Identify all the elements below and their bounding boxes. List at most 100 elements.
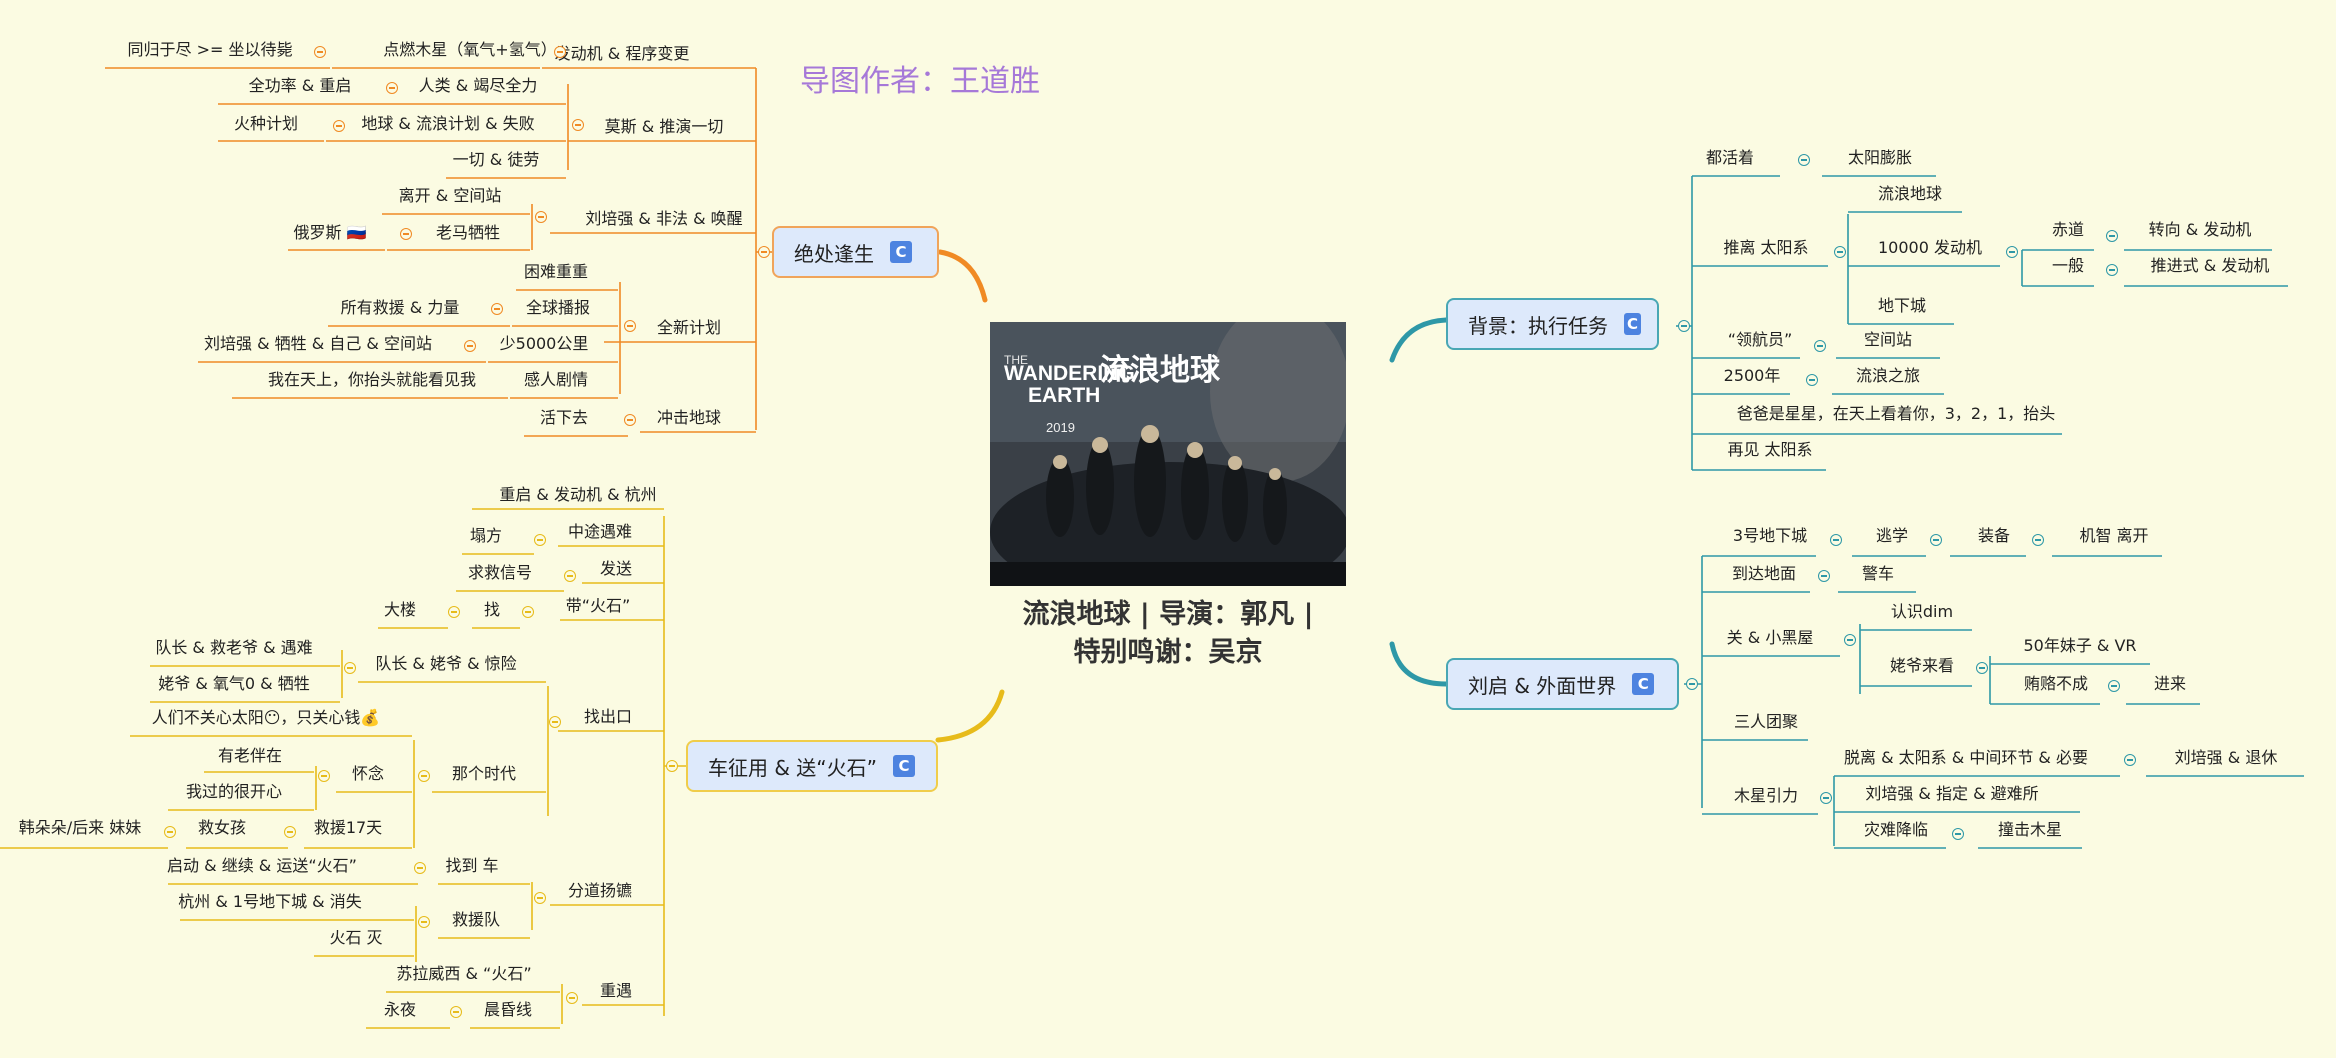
topic-node-s10[interactable]: 50年妹子 & VR <box>2023 636 2137 655</box>
topic-node-r4[interactable]: 流浪地球 <box>1877 184 1943 203</box>
collapse-c-icon[interactable]: C <box>890 241 912 263</box>
topic-node-s3[interactable]: 装备 <box>1977 526 2011 545</box>
collapse-minus-icon[interactable] <box>1814 340 1826 352</box>
collapse-c-icon[interactable]: C <box>893 755 916 777</box>
topic-node-y5[interactable]: 求救信号 <box>467 563 533 582</box>
topic-node-y16[interactable]: 有老伴在 <box>217 746 283 765</box>
collapse-minus-icon[interactable] <box>1806 374 1818 386</box>
collapse-minus-icon[interactable] <box>534 892 546 904</box>
topic-node-y27[interactable]: 重遇 <box>599 981 633 1000</box>
topic-node-y4[interactable]: 发送 <box>599 559 633 578</box>
collapse-minus-icon[interactable] <box>1678 320 1690 332</box>
collapse-minus-icon[interactable] <box>2106 230 2118 242</box>
topic-node-s18[interactable]: 灾难降临 <box>1863 820 1929 839</box>
topic-node-s19[interactable]: 撞击木星 <box>1997 820 2063 839</box>
topic-node-s13[interactable]: 三人团聚 <box>1733 712 1799 731</box>
topic-node-y7[interactable]: 找 <box>483 600 501 619</box>
topic-node-n21[interactable]: 我在天上，你抬头就能看见我 <box>267 370 477 389</box>
topic-node-r2[interactable]: 都活着 <box>1705 148 1755 167</box>
topic-node-r1[interactable]: 太阳膨胀 <box>1847 148 1913 167</box>
topic-node-n22[interactable]: 冲击地球 <box>656 408 722 427</box>
collapse-minus-icon[interactable] <box>2124 754 2136 766</box>
topic-node-y23[interactable]: 启动 & 继续 & 运送“火石” <box>167 856 357 875</box>
collapse-minus-icon[interactable] <box>624 414 636 426</box>
topic-node-n7[interactable]: 地球 & 流浪计划 & 失败 <box>361 114 535 133</box>
topic-node-s12[interactable]: 进来 <box>2153 674 2187 693</box>
topic-node-y28[interactable]: 苏拉威西 & “火石” <box>396 964 532 983</box>
topic-node-r12[interactable]: 空间站 <box>1863 330 1913 349</box>
topic-node-y10[interactable]: 队长 & 姥爷 & 惊险 <box>375 654 517 673</box>
collapse-minus-icon[interactable] <box>1952 828 1964 840</box>
collapse-minus-icon[interactable] <box>400 228 412 240</box>
collapse-minus-icon[interactable] <box>1686 678 1698 690</box>
topic-node-n6[interactable]: 全功率 & 重启 <box>248 76 352 95</box>
collapse-minus-icon[interactable] <box>450 1006 462 1018</box>
topic-node-y19[interactable]: 救女孩 <box>197 818 247 837</box>
topic-node-y11[interactable]: 队长 & 救老爷 & 遇难 <box>155 638 313 657</box>
topic-node-y29[interactable]: 晨昏线 <box>483 1000 533 1019</box>
collapse-minus-icon[interactable] <box>1976 662 1988 674</box>
topic-node-r15[interactable]: 爸爸是星星，在天上看着你，3，2，1，抬头 <box>1736 404 2056 423</box>
topic-node-y15[interactable]: 怀念 <box>351 764 385 783</box>
collapse-minus-icon[interactable] <box>572 119 584 131</box>
topic-node-y13[interactable]: 那个时代 <box>451 764 517 783</box>
topic-node-y20[interactable]: 韩朵朵/后来 妹妹 <box>18 818 142 837</box>
collapse-minus-icon[interactable] <box>448 606 460 618</box>
topic-node-s16[interactable]: 刘培强 & 退休 <box>2174 748 2278 767</box>
collapse-minus-icon[interactable] <box>344 662 356 674</box>
topic-node-r10[interactable]: 地下城 <box>1877 296 1927 315</box>
collapse-minus-icon[interactable] <box>624 320 636 332</box>
collapse-minus-icon[interactable] <box>535 211 547 223</box>
topic-node-s8[interactable]: 认识dim <box>1890 602 1954 621</box>
topic-node-n12[interactable]: 老马牺牲 <box>435 223 501 242</box>
topic-node-n8[interactable]: 火种计划 <box>233 114 299 133</box>
topic-node-r3[interactable]: 推离 太阳系 <box>1723 238 1809 257</box>
topic-node-y6[interactable]: 带“火石” <box>565 596 631 615</box>
collapse-minus-icon[interactable] <box>758 246 770 258</box>
topic-node-y21[interactable]: 分道扬镳 <box>567 881 633 900</box>
collapse-minus-icon[interactable] <box>414 862 426 874</box>
topic-node-y24[interactable]: 救援队 <box>451 910 501 929</box>
collapse-minus-icon[interactable] <box>491 303 503 315</box>
topic-node-s6[interactable]: 警车 <box>1861 564 1895 583</box>
collapse-minus-icon[interactable] <box>1820 792 1832 804</box>
collapse-c-icon[interactable]: C <box>1632 673 1655 695</box>
collapse-minus-icon[interactable] <box>333 120 345 132</box>
collapse-minus-icon[interactable] <box>566 992 578 1004</box>
topic-node-s5[interactable]: 到达地面 <box>1731 564 1797 583</box>
topic-node-y14[interactable]: 人们不关心太阳😶，只关心钱💰 <box>151 708 381 727</box>
topic-node-y22[interactable]: 找到 车 <box>445 856 499 875</box>
collapse-minus-icon[interactable] <box>164 826 176 838</box>
topic-node-s4[interactable]: 机智 离开 <box>2079 526 2149 545</box>
topic-node-s11[interactable]: 贿赂不成 <box>2023 674 2089 693</box>
topic-node-r9[interactable]: 推进式 & 发动机 <box>2150 256 2270 275</box>
collapse-minus-icon[interactable] <box>318 770 330 782</box>
topic-node-r5[interactable]: 10000 发动机 <box>1878 238 1982 257</box>
topic-node-n1[interactable]: 发动机 & 程序变更 <box>554 44 690 63</box>
collapse-minus-icon[interactable] <box>2106 264 2118 276</box>
topic-node-r13[interactable]: 2500年 <box>1723 366 1781 385</box>
topic-node-n20[interactable]: 感人剧情 <box>523 370 589 389</box>
topic-node-n2[interactable]: 点燃木星（氧气+氢气） <box>383 40 557 59</box>
topic-node-s2[interactable]: 逃学 <box>1875 526 1909 545</box>
topic-node-s17[interactable]: 刘培强 & 指定 & 避难所 <box>1865 784 2039 803</box>
collapse-minus-icon[interactable] <box>2032 534 2044 546</box>
topic-node-y30[interactable]: 永夜 <box>383 1000 417 1019</box>
topic-node-n4[interactable]: 莫斯 & 推演一切 <box>604 117 724 136</box>
topic-node-n13[interactable]: 俄罗斯 🇷🇺 <box>293 223 367 242</box>
topic-node-n16[interactable]: 全球播报 <box>525 298 591 317</box>
collapse-minus-icon[interactable] <box>1830 534 1842 546</box>
collapse-minus-icon[interactable] <box>418 916 430 928</box>
topic-node-y26[interactable]: 火石 灭 <box>329 928 383 947</box>
topic-node-s14[interactable]: 木星引力 <box>1733 786 1799 805</box>
collapse-minus-icon[interactable] <box>386 82 398 94</box>
central-topic[interactable]: 流浪地球 | 导演：郭凡 | 特别鸣谢：吴京 <box>1023 596 1314 672</box>
collapse-c-icon[interactable]: C <box>1624 313 1641 335</box>
topic-node-y12[interactable]: 姥爷 & 氧气0 & 牺牲 <box>158 674 310 693</box>
topic-node-n14[interactable]: 全新计划 <box>656 318 722 337</box>
collapse-minus-icon[interactable] <box>2108 680 2120 692</box>
collapse-minus-icon[interactable] <box>2006 246 2018 258</box>
